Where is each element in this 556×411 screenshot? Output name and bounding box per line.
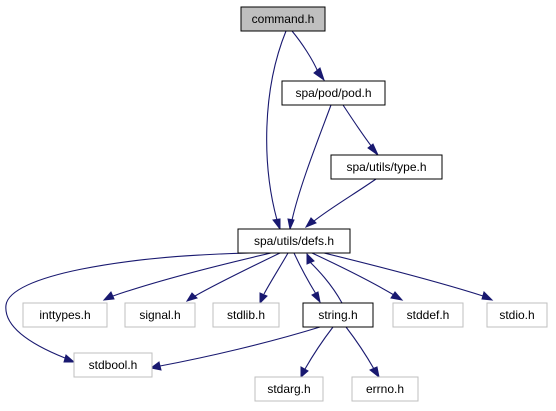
edge-spa-utils-type-h-to-spa-utils-defs-h	[304, 178, 377, 228]
nodes-layer: command.h spa/pod/pod.h spa/utils/type.h sp…	[22, 6, 548, 402]
node-box	[486, 302, 548, 328]
arrowhead-icon	[287, 218, 295, 231]
edge-spa-utils-defs-h-to-stddef-h	[311, 252, 404, 301]
node-stdarg-h: stdarg.h	[254, 376, 324, 402]
edge-spa-pod-pod-h-to-spa-utils-type-h	[342, 104, 380, 157]
node-box	[330, 154, 443, 180]
arrowhead-icon	[185, 292, 198, 302]
node-box	[124, 302, 196, 328]
node-label: stdarg.h	[267, 382, 310, 396]
arrowhead-icon	[259, 292, 268, 305]
node-inttypes-h: inttypes.h	[22, 302, 108, 328]
arrowhead-icon	[369, 366, 380, 379]
node-box	[302, 302, 374, 328]
node-label: inttypes.h	[39, 308, 90, 322]
arrowhead-icon	[300, 366, 309, 379]
node-label: string.h	[318, 308, 357, 322]
node-label: signal.h	[139, 308, 180, 322]
node-label: spa/utils/defs.h	[254, 234, 334, 248]
node-label: command.h	[252, 12, 315, 26]
node-box	[392, 302, 464, 328]
arrowhead-icon	[102, 291, 115, 301]
arrowhead-icon	[481, 291, 494, 301]
node-command-h[interactable]: command.h	[240, 6, 326, 32]
arrowhead-icon	[63, 354, 76, 363]
node-stdlib-h: stdlib.h	[212, 302, 280, 328]
edge-line	[342, 104, 373, 148]
edges-layer	[5, 30, 494, 379]
edge-line	[304, 326, 334, 370]
node-stdbool-h: stdbool.h	[73, 352, 153, 378]
edge-line	[194, 252, 281, 297]
node-stdio-h: stdio.h	[486, 302, 548, 328]
node-box	[254, 376, 324, 402]
edge-line	[345, 326, 375, 370]
edge-line	[323, 252, 484, 297]
edge-command-h-to-spa-utils-defs-h	[266, 30, 287, 231]
node-signal-h: signal.h	[124, 302, 196, 328]
node-spa-utils-defs-h[interactable]: spa/utils/defs.h	[237, 228, 351, 254]
edge-command-h-to-spa-pod-pod-h	[291, 30, 325, 82]
arrowhead-icon	[272, 218, 281, 231]
edge-line	[311, 252, 395, 296]
node-box	[351, 376, 419, 402]
arrowhead-icon	[367, 143, 380, 157]
arrowhead-icon	[390, 291, 404, 301]
edge-string-h-to-stdbool-h	[149, 326, 321, 371]
node-stddef-h: stddef.h	[392, 302, 464, 328]
node-label: stdbool.h	[89, 358, 138, 372]
node-label: stdio.h	[499, 308, 534, 322]
node-label: spa/utils/type.h	[346, 160, 426, 174]
edge-line	[266, 30, 287, 221]
edge-line	[313, 178, 377, 222]
edge-spa-utils-defs-h-to-signal-h	[185, 252, 281, 302]
edge-line	[112, 252, 272, 297]
node-errno-h: errno.h	[351, 376, 419, 402]
node-string-h[interactable]: string.h	[302, 302, 374, 328]
node-box	[240, 6, 326, 32]
edge-spa-utils-defs-h-to-inttypes-h	[102, 252, 272, 301]
node-box	[281, 80, 386, 106]
node-spa-pod-pod-h[interactable]: spa/pod/pod.h	[281, 80, 386, 106]
node-box	[73, 352, 153, 378]
edge-line	[291, 104, 332, 221]
edge-string-h-to-errno-h	[345, 326, 380, 379]
edge-line	[293, 252, 317, 295]
edge-spa-utils-defs-h-to-stdbool-h	[5, 252, 251, 363]
edge-line	[159, 326, 321, 367]
edge-spa-pod-pod-h-to-spa-utils-defs-h	[287, 104, 332, 231]
node-label: stdlib.h	[227, 308, 265, 322]
edge-spa-utils-defs-h-to-stdlib-h	[259, 252, 289, 305]
edge-string-h-to-spa-utils-defs-h	[306, 252, 343, 304]
edge-line	[291, 30, 319, 73]
arrowhead-icon	[149, 361, 162, 371]
edge-spa-utils-defs-h-to-stdio-h	[323, 252, 494, 301]
arrowhead-icon	[311, 291, 321, 304]
arrowhead-icon	[304, 217, 317, 228]
edge-string-h-to-stdarg-h	[300, 326, 334, 379]
node-label: stddef.h	[407, 308, 450, 322]
node-box	[22, 302, 108, 328]
node-box	[212, 302, 280, 328]
arrowhead-icon	[313, 67, 325, 82]
edge-line	[263, 252, 289, 295]
node-label: spa/pod/pod.h	[295, 86, 371, 100]
edge-line	[309, 261, 343, 304]
node-box	[237, 228, 351, 254]
node-label: errno.h	[366, 382, 404, 396]
arrowhead-icon	[306, 252, 315, 265]
edge-spa-utils-defs-h-to-string-h	[293, 252, 321, 304]
node-spa-utils-type-h[interactable]: spa/utils/type.h	[330, 154, 443, 180]
edge-line	[5, 252, 251, 359]
